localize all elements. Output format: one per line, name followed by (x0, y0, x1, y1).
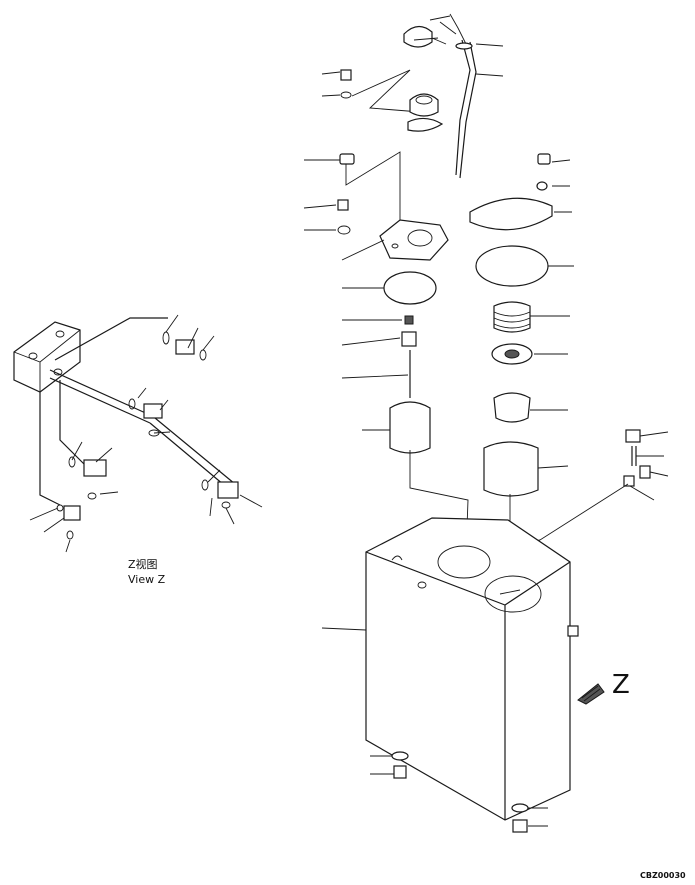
elbow-fitting-top (175, 339, 195, 355)
top-cover-right (469, 197, 553, 231)
bolt-2 (337, 199, 349, 211)
view-z-arrow: Z (577, 670, 630, 705)
washer-bottom-left (391, 751, 409, 761)
bolt-top-1 (340, 69, 352, 81)
cover-plate (379, 219, 449, 261)
return-filter-assembly (469, 153, 669, 590)
drain-plug-left (393, 765, 407, 779)
side-plug (567, 625, 579, 637)
view-z-label-cjk: Z视图 (128, 557, 158, 571)
nut-small (404, 315, 414, 325)
elbow-fitting-right (217, 481, 239, 499)
view-z-letter: Z (612, 670, 630, 700)
view-z-piping-assembly: Z视图 View Z (13, 314, 263, 586)
sleeve (493, 392, 531, 423)
gasket-right (475, 245, 549, 287)
drain-assembly (370, 751, 548, 833)
filter-element-large (483, 441, 539, 497)
elbow-fitting-left (83, 459, 107, 477)
plug-1 (339, 153, 355, 165)
gasket-top (407, 117, 444, 132)
washer-bottom-right (511, 803, 529, 813)
fitting-right (623, 475, 635, 487)
filler-cap (403, 25, 433, 48)
hydraulic-tank (321, 517, 579, 821)
filler-cap-assembly (321, 13, 504, 179)
spring (493, 301, 531, 333)
elbow-fitting-mid (143, 403, 163, 419)
bolt-right-1 (537, 153, 551, 165)
sight-gauge (639, 465, 651, 479)
view-z-label-en: View Z (128, 573, 166, 586)
drawing-code: CBZ00030 (640, 871, 686, 880)
cover-and-filter-assembly (303, 151, 469, 556)
filter-element-small (389, 401, 431, 454)
valve-small (401, 331, 417, 347)
breather (625, 429, 641, 443)
drain-plug-right (512, 819, 528, 833)
elbow-fitting-bottom (63, 505, 81, 521)
adapter-flange (409, 93, 439, 117)
o-ring-large (383, 271, 437, 305)
